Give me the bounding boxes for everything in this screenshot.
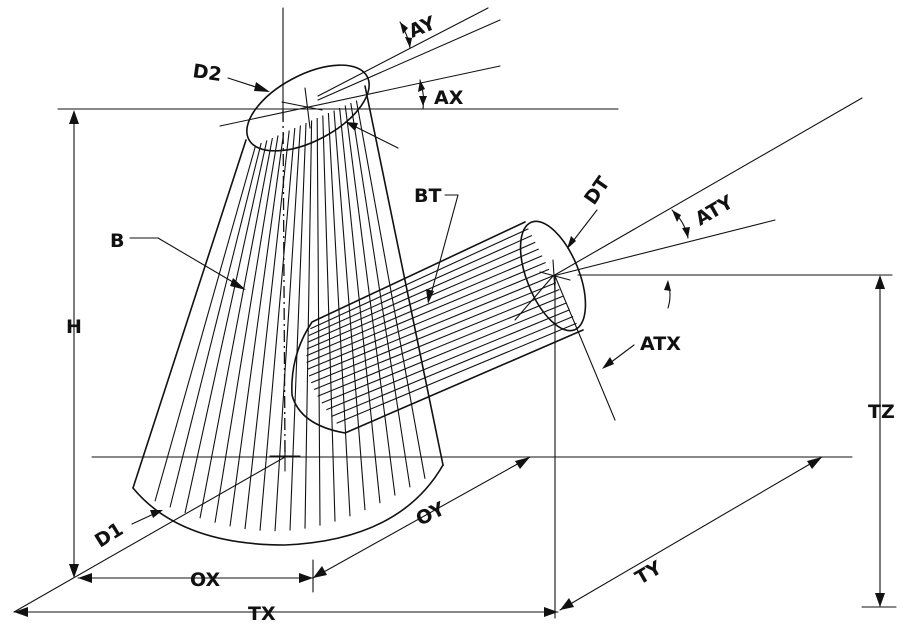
- label-bt: BT: [414, 185, 441, 207]
- label-dt: DT: [580, 173, 615, 209]
- cone-body: [132, 85, 444, 546]
- dimension-lines: [13, 21, 897, 619]
- reference-lines: [57, 7, 893, 458]
- label-h: H: [66, 316, 82, 338]
- label-d2: D2: [191, 60, 223, 86]
- label-tz: TZ: [868, 401, 895, 423]
- label-b: B: [110, 230, 124, 252]
- label-atx: ATX: [640, 333, 681, 355]
- label-ax: AX: [434, 87, 464, 109]
- label-aty: ATY: [692, 191, 738, 230]
- branch-hatching: [306, 228, 577, 424]
- cone-hatching: [154, 100, 426, 532]
- label-ty: TY: [632, 557, 666, 590]
- label-d1: D1: [91, 518, 127, 552]
- leader-lines: [129, 77, 635, 525]
- labels: AY D2 AX BT DT ATY B H ATX TZ D1 OY TY O…: [66, 12, 895, 625]
- label-oy: OY: [413, 498, 449, 531]
- top-ellipse: [219, 7, 501, 152]
- branch-cylinder: [291, 97, 863, 434]
- label-ox: OX: [190, 569, 220, 591]
- label-tx: TX: [248, 603, 276, 625]
